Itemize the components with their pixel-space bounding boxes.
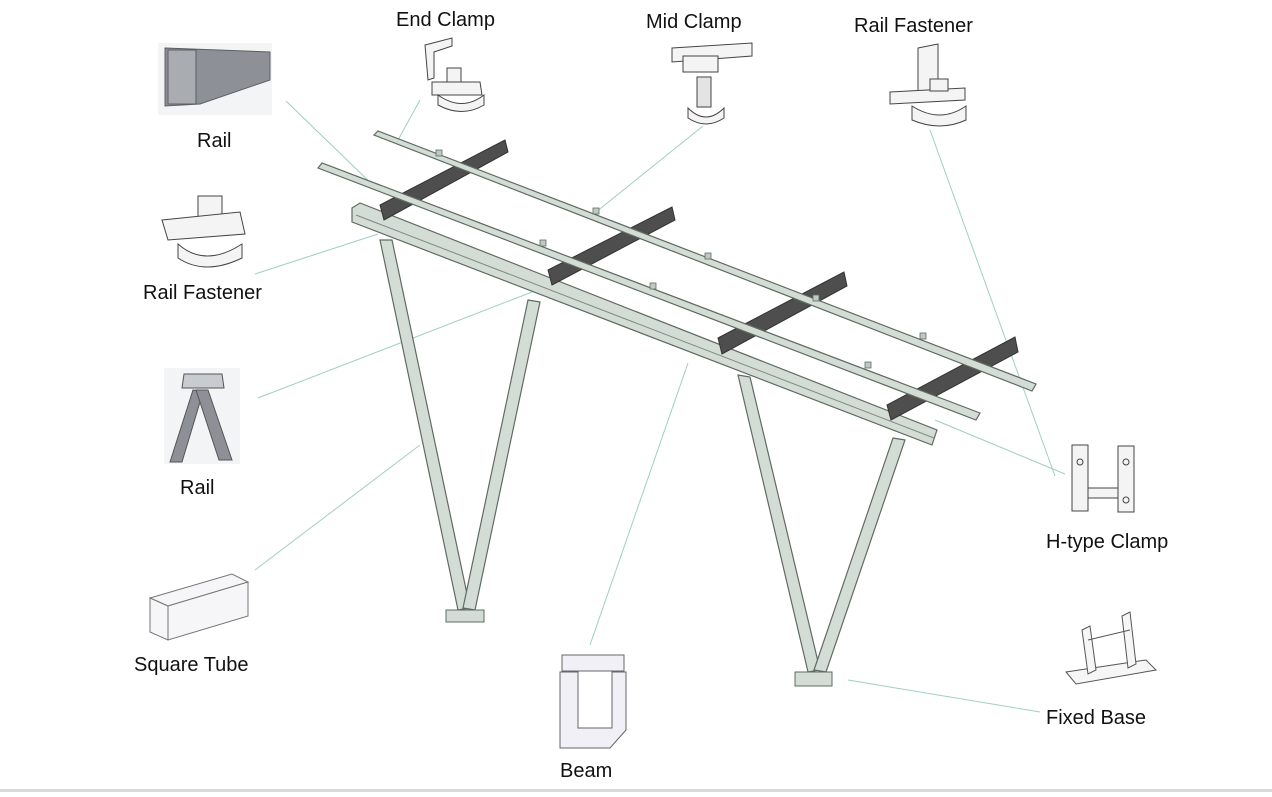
h-type-clamp-icon (1071, 444, 1135, 513)
label-fixed-base: Fixed Base (1046, 707, 1147, 729)
rail-clamps (435, 149, 927, 369)
leader-lines (254, 99, 1066, 713)
leg-left-back (462, 299, 541, 611)
label-rail-fastener-left: Rail Fastener (143, 282, 262, 304)
label-rail-fastener-top: Rail Fastener (854, 15, 973, 37)
label-mid-clamp: Mid Clamp (646, 11, 742, 33)
label-end-clamp: End Clamp (396, 9, 495, 31)
rail-lower (317, 162, 981, 421)
label-h-type-clamp: H-type Clamp (1046, 531, 1169, 553)
label-square-tube: Square Tube (134, 654, 249, 676)
label-rail-top: Rail (197, 130, 232, 152)
square-tube-icon (148, 573, 250, 641)
beam-profile-left-icon (164, 368, 240, 464)
leg-right-back (813, 437, 906, 673)
bottom-border (0, 789, 1272, 792)
beam-profile-bottom-icon (559, 654, 627, 749)
leg-right-front (737, 374, 821, 673)
rail-fastener-left-icon (161, 195, 246, 268)
fixed-base-plate-right (794, 671, 833, 687)
end-clamp-icon (424, 37, 485, 112)
rail-fastener-top-icon (889, 43, 967, 127)
main-beam (351, 202, 938, 446)
label-rail-left: Rail (180, 477, 215, 499)
leg-left-front (379, 239, 471, 611)
fixed-base-icon (1065, 611, 1158, 685)
mid-clamp-icon (671, 42, 753, 125)
rail-upper (372, 130, 1037, 392)
label-beam: Beam (560, 760, 613, 782)
fixed-base-plate-left (445, 609, 485, 623)
rail-photo (158, 43, 272, 115)
mounting-frame (317, 130, 1037, 687)
